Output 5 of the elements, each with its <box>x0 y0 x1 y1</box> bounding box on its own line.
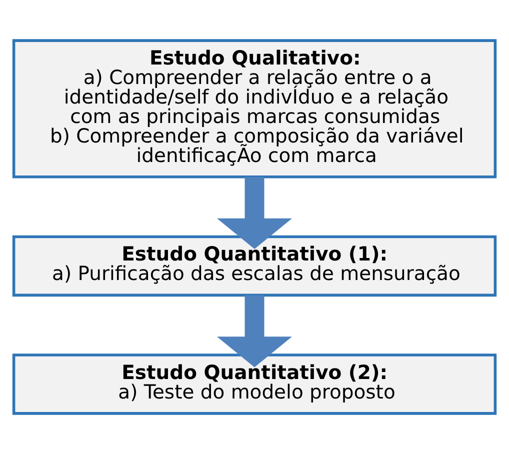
arrow <box>216 176 292 249</box>
node-box: Estudo Quantitativo (2): a) Teste do modelo proposto <box>12 354 497 415</box>
arrow <box>216 295 292 368</box>
node-box: Estudo Qualitativo: a) Compreender a relação entre o a identidade/self do indivÍduo e a relação com as principais marcas consumidas b) Compreender a composição da variável identificaçÃo com marca <box>12 39 497 178</box>
node-box: Estudo Quantitativo (1): a) Purificação das escalas de mensuração <box>12 235 497 297</box>
